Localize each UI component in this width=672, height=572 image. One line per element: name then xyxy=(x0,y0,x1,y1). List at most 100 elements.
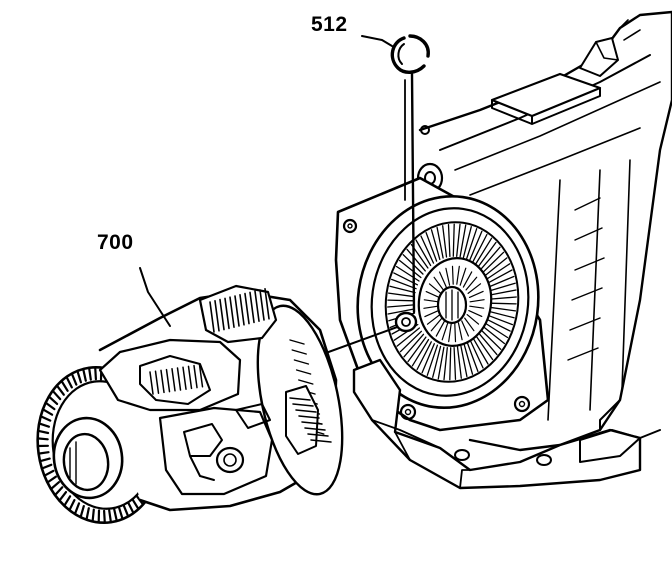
ring-gear-tooth xyxy=(387,299,415,302)
end-hatch-line xyxy=(295,369,312,375)
pinion-splines xyxy=(423,265,485,343)
end-hatch-line xyxy=(291,349,307,355)
right-bearing-hatch-line xyxy=(295,409,317,413)
ring-gear-tooth xyxy=(387,292,416,298)
diff-case-leader xyxy=(139,267,171,327)
ring-gear-tooth xyxy=(483,257,508,277)
diff-hub-shade xyxy=(69,441,77,485)
lower-detail-lines xyxy=(371,419,471,489)
diff-ring-tooth xyxy=(36,437,49,441)
pinion-spline xyxy=(428,283,442,294)
ring-gear-tooth xyxy=(479,246,501,271)
lower-rib xyxy=(579,429,641,463)
bearing-hatch-line xyxy=(239,293,245,326)
bearing-hatch-line xyxy=(259,289,265,321)
spider-tooth xyxy=(198,364,204,388)
ring-gear-tooth xyxy=(488,282,516,292)
ring-gear-tooth xyxy=(453,346,457,380)
ring-gear-tooth xyxy=(436,226,444,259)
housing-breather xyxy=(579,37,619,77)
ring-gear-tooth xyxy=(481,251,505,274)
bearing-hatch-line xyxy=(249,291,255,324)
pinion-spline xyxy=(451,265,454,285)
flange-bolt-hole xyxy=(399,403,417,421)
pinion-shaft-stripes xyxy=(445,289,459,321)
diff-ring-tooth xyxy=(46,475,58,484)
diff-ring-tooth xyxy=(73,502,81,516)
diff-ring-tooth xyxy=(51,389,62,401)
pinion-spline xyxy=(425,291,440,298)
differential-case xyxy=(36,267,344,525)
ring-gear-tooth xyxy=(466,342,479,373)
pinion-spline xyxy=(423,299,439,303)
ring-gear-tooth xyxy=(420,235,435,264)
diff-ring-tooth xyxy=(60,379,69,392)
ring-gear-tooth xyxy=(485,263,511,281)
diff-pinion-block xyxy=(183,423,223,481)
diff-ring-tooth xyxy=(117,506,124,521)
diff-ring-tooth xyxy=(49,481,61,491)
pinion-spline xyxy=(467,283,482,294)
diff-spider-teeth xyxy=(149,364,204,395)
ring-gear-tooth xyxy=(489,302,517,305)
diff-ring-tooth xyxy=(131,498,140,511)
diff-ring-tooth xyxy=(108,509,113,524)
ring-gear-tooth xyxy=(475,335,494,361)
pinion-spline xyxy=(445,267,451,286)
pinion-spline xyxy=(469,299,485,303)
pinion-spline xyxy=(430,317,443,332)
pinion-spline xyxy=(465,276,478,291)
ring-gear-tooth xyxy=(487,314,514,326)
spider-tooth xyxy=(193,364,198,389)
pinion-spline xyxy=(454,323,457,343)
spider-tooth xyxy=(182,366,187,390)
pinion-spline xyxy=(448,323,452,343)
diff-ring-tooth xyxy=(39,415,52,422)
bearing-hatch-line xyxy=(224,297,230,330)
bearing-hatch-line xyxy=(254,290,260,323)
ring-gear-tooth xyxy=(437,346,445,380)
ring-gear-tooth xyxy=(489,289,517,296)
flange-bolt-hole xyxy=(513,395,531,413)
flange-bolt-hole xyxy=(518,400,526,408)
diff-ring-tooth xyxy=(68,499,76,512)
bearing-hatch-line xyxy=(209,301,215,333)
snap-ring-leader-vertical xyxy=(410,72,416,314)
diff-ring-tooth xyxy=(55,384,65,396)
ring-gear-tooth xyxy=(389,285,416,294)
diff-ring-tooth xyxy=(94,366,98,381)
callout-512: 512 xyxy=(311,13,348,36)
lower-bolt xyxy=(454,449,470,461)
diff-ring-tooth xyxy=(85,507,90,521)
ring-gear-tooth xyxy=(390,278,417,290)
diff-ring-tooth xyxy=(38,457,51,463)
pinion-spline xyxy=(466,314,480,325)
ring-gear-tooth xyxy=(484,322,509,339)
ring-gear-tooth xyxy=(452,223,455,257)
axis-end-cap-inner xyxy=(401,317,411,327)
spider-tooth xyxy=(165,368,171,393)
diff-ring-tooth xyxy=(41,408,54,416)
ring-gear-tooth xyxy=(415,239,432,267)
diff-ring-tooth xyxy=(36,429,50,435)
right-bearing-hatch-line xyxy=(304,427,326,431)
ring-gear-tooth xyxy=(460,345,468,378)
diff-ring-tooth xyxy=(113,508,118,523)
housing-lower xyxy=(352,358,661,490)
diff-ring-tooth xyxy=(63,495,72,507)
pinion-spline xyxy=(457,322,463,341)
bearing-hatch-line xyxy=(264,287,270,320)
spider-tooth xyxy=(187,365,193,390)
snap-ring-leader xyxy=(361,35,393,47)
ring-gear-tooth xyxy=(456,346,462,379)
diff-ring-tooth xyxy=(127,501,135,515)
diff-ring-tooth xyxy=(102,509,106,524)
snap-ring-inner xyxy=(397,43,405,65)
housing-breather-detail xyxy=(595,19,641,61)
ring-gear-tooth xyxy=(426,344,439,376)
housing-side-hatch xyxy=(567,197,605,361)
ring-gear-tooth xyxy=(430,229,441,261)
flange-inner-ring xyxy=(370,207,530,397)
